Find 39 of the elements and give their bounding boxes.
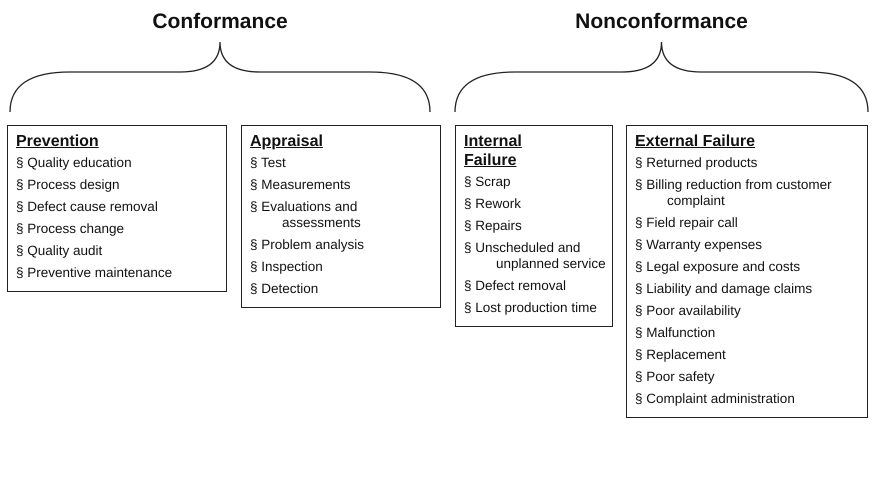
list-item: § Inspection xyxy=(250,259,324,275)
list-item: § Preventive maintenance xyxy=(16,265,172,281)
list-item: § Poor availability xyxy=(635,303,741,319)
list-item: § Malfunction xyxy=(635,325,716,341)
list-item: § Poor safety xyxy=(635,369,715,385)
box-heading: Appraisal xyxy=(250,132,323,151)
list-item: § Repairs xyxy=(464,218,523,234)
list-item: § Detection xyxy=(250,281,320,297)
list-item: § Measurements xyxy=(250,177,352,193)
category-box xyxy=(241,125,441,308)
list-item: § Process change xyxy=(16,221,124,237)
group-heading: Nonconformance xyxy=(575,10,748,34)
list-item: § Process design xyxy=(16,177,120,193)
list-item: § Scrap xyxy=(464,174,512,190)
list-item: § Lost production time xyxy=(464,300,597,316)
category-box xyxy=(7,125,227,292)
list-item: § Warranty expenses xyxy=(635,237,762,253)
category-box xyxy=(626,125,868,418)
list-item: § Unscheduled and unplanned service xyxy=(464,240,606,272)
group-heading: Conformance xyxy=(152,10,288,34)
list-item: § Legal exposure and costs xyxy=(635,259,800,275)
list-item: § Returned products xyxy=(635,155,758,171)
box-heading: Internal Failure xyxy=(464,132,523,170)
list-item: § Complaint administration xyxy=(635,391,795,407)
list-item: § Defect removal xyxy=(464,278,566,294)
box-heading: Prevention xyxy=(16,132,99,151)
list-item: § Quality education xyxy=(16,155,132,171)
list-item: § Replacement xyxy=(635,347,727,363)
category-box xyxy=(455,125,613,327)
list-item: § Rework xyxy=(464,196,522,212)
list-item: § Test xyxy=(250,155,287,171)
list-item: § Problem analysis xyxy=(250,237,364,253)
list-item: § Field repair call xyxy=(635,215,738,231)
list-item: § Billing reduction from customer complaint xyxy=(635,177,833,209)
list-item: § Liability and damage claims xyxy=(635,281,812,297)
list-item: § Quality audit xyxy=(16,243,102,259)
box-heading: External Failure xyxy=(635,132,756,151)
list-item: § Evaluations and assessments xyxy=(250,199,362,231)
list-item: § Defect cause removal xyxy=(16,199,158,215)
